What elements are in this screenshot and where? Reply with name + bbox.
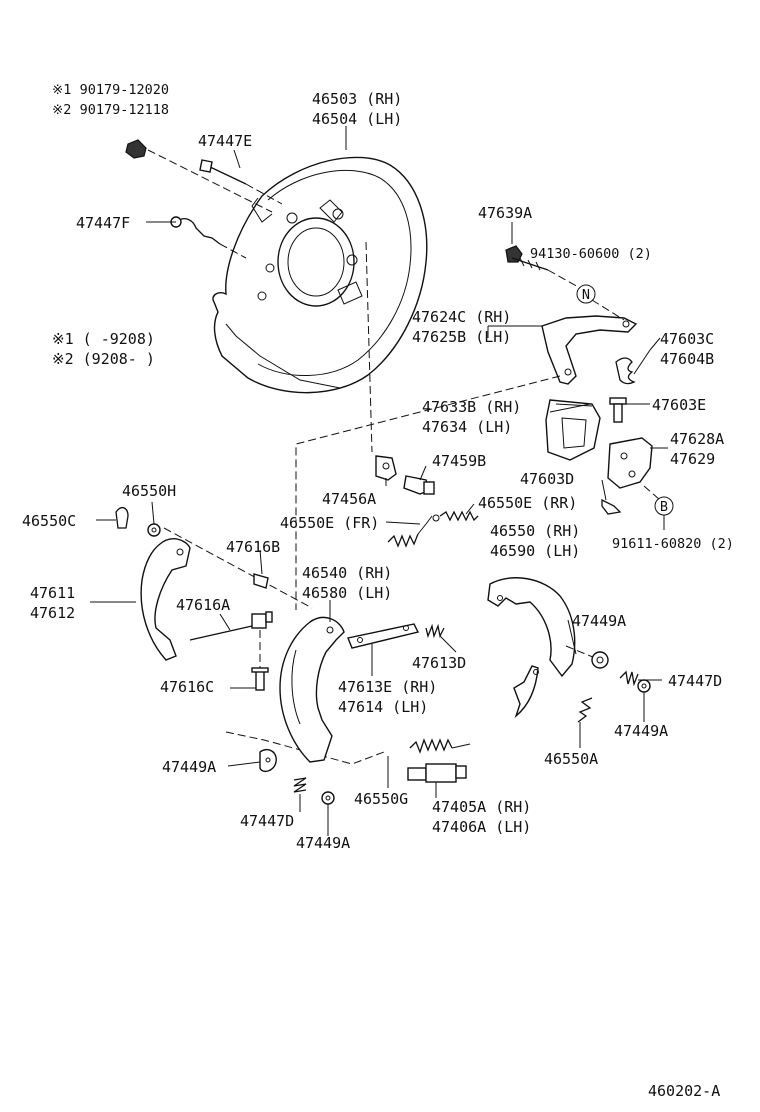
shoe-47611 [140, 538, 191, 661]
cup-47449A-bottom [321, 791, 335, 805]
pin-47616C [251, 667, 269, 691]
note-1-range: ※1 ( -9208) [52, 330, 155, 348]
retainer-47449A-left [259, 748, 277, 773]
note-1-code: ※1 90179-12020 [52, 82, 169, 98]
bolt-47447E [199, 159, 247, 185]
label-47616B: 47616B [226, 538, 280, 556]
label-47603E: 47603E [652, 396, 706, 414]
clip-47616B [253, 573, 269, 589]
label-47625B: 47625B (LH) [412, 328, 511, 346]
note-2-code: ※2 90179-12118 [52, 102, 169, 118]
label-47611: 47611 [30, 584, 75, 602]
label-47612: 47612 [30, 604, 75, 622]
hose-47447F [170, 216, 221, 245]
label-47456A: 47456A [322, 490, 376, 508]
label-47406A: 47406A (LH) [432, 818, 531, 836]
spring-46550E-RR [432, 510, 479, 522]
part-labels: ※1 90179-12020 ※2 90179-12118 46503 (RH)… [22, 82, 734, 852]
label-47449A-left: 47449A [162, 758, 216, 776]
label-46550G: 46550G [354, 790, 408, 808]
spring-47613D [425, 623, 445, 639]
label-47616A: 47616A [176, 596, 230, 614]
label-47603D: 47603D [520, 470, 574, 488]
label-47603C: 47603C [660, 330, 714, 348]
bracket-47628A [607, 437, 653, 489]
label-47628A: 47628A [670, 430, 724, 448]
label-47449A-right2: 47449A [614, 722, 668, 740]
label-46550C: 46550C [22, 512, 76, 530]
label-46550A: 46550A [544, 750, 598, 768]
stud-47456A [375, 455, 397, 481]
label-47616C: 47616C [160, 678, 214, 696]
label-47624C: 47624C (RH) [412, 308, 511, 326]
label-47447E: 47447E [198, 132, 252, 150]
washer-46550H [147, 523, 161, 537]
strut-47613E [347, 623, 420, 649]
spring-46550A [577, 697, 593, 723]
marker-B-text: B [660, 499, 668, 515]
label-46550E-FR: 46550E (FR) [280, 514, 379, 532]
label-46550E-RR: 46550E (RR) [478, 494, 577, 512]
backing-plate [212, 156, 428, 394]
label-47449A-bottom: 47449A [296, 834, 350, 852]
label-46503: 46503 (RH) [312, 90, 402, 108]
clip-47603D [601, 498, 622, 515]
label-46540: 46540 (RH) [302, 564, 392, 582]
spring-47447D-right [619, 670, 639, 687]
label-47447F: 47447F [76, 214, 130, 232]
shoe-46540 [279, 616, 345, 763]
retainer-47449A-right [591, 651, 609, 669]
spring-46550E-FR [387, 515, 433, 548]
label-46550: 46550 (RH) [490, 522, 580, 540]
circle-marker-N: N [576, 284, 596, 304]
circle-marker-B: B [654, 496, 674, 516]
label-47604B: 47604B [660, 350, 714, 368]
label-47447D-left: 47447D [240, 812, 294, 830]
cup-47449A-right2 [637, 679, 651, 693]
label-46550H: 46550H [122, 482, 176, 500]
lever-47624C [541, 315, 638, 385]
label-47613D: 47613D [412, 654, 466, 672]
label-46504: 46504 (LH) [312, 110, 402, 128]
shoe-46550 [487, 577, 576, 719]
label-47613E: 47613E (RH) [338, 678, 437, 696]
leader-lines [90, 126, 668, 836]
cable-47616A [189, 611, 273, 641]
label-47447D-right: 47447D [668, 672, 722, 690]
spring-47603C [615, 349, 651, 385]
boot-47633B [545, 399, 601, 461]
label-47634: 47634 (LH) [422, 418, 512, 436]
pin-47459B [403, 475, 435, 495]
pin-47603E [609, 397, 627, 423]
label-46580: 46580 (LH) [302, 584, 392, 602]
marker-N-text: N [582, 287, 590, 303]
label-47633B: 47633B (RH) [422, 398, 521, 416]
note-2-range: ※2 (9208- ) [52, 350, 155, 368]
label-91611: 91611-60820 (2) [612, 536, 734, 552]
label-47405A: 47405A (RH) [432, 798, 531, 816]
clip-46550C [115, 507, 129, 529]
nut-90179 [125, 139, 147, 159]
bolt-47639A [505, 245, 549, 271]
label-47614: 47614 (LH) [338, 698, 428, 716]
label-47629: 47629 [670, 450, 715, 468]
spring-47447D-left [293, 777, 307, 793]
label-47459B: 47459B [432, 452, 486, 470]
label-46590: 46590 (LH) [490, 542, 580, 560]
adjuster-47405A [407, 763, 467, 783]
figure-id: 460202-A [648, 1082, 720, 1100]
spring-46550G [409, 738, 471, 754]
label-47639A: 47639A [478, 204, 532, 222]
label-94130: 94130-60600 (2) [530, 246, 652, 262]
label-47449A-right: 47449A [572, 612, 626, 630]
